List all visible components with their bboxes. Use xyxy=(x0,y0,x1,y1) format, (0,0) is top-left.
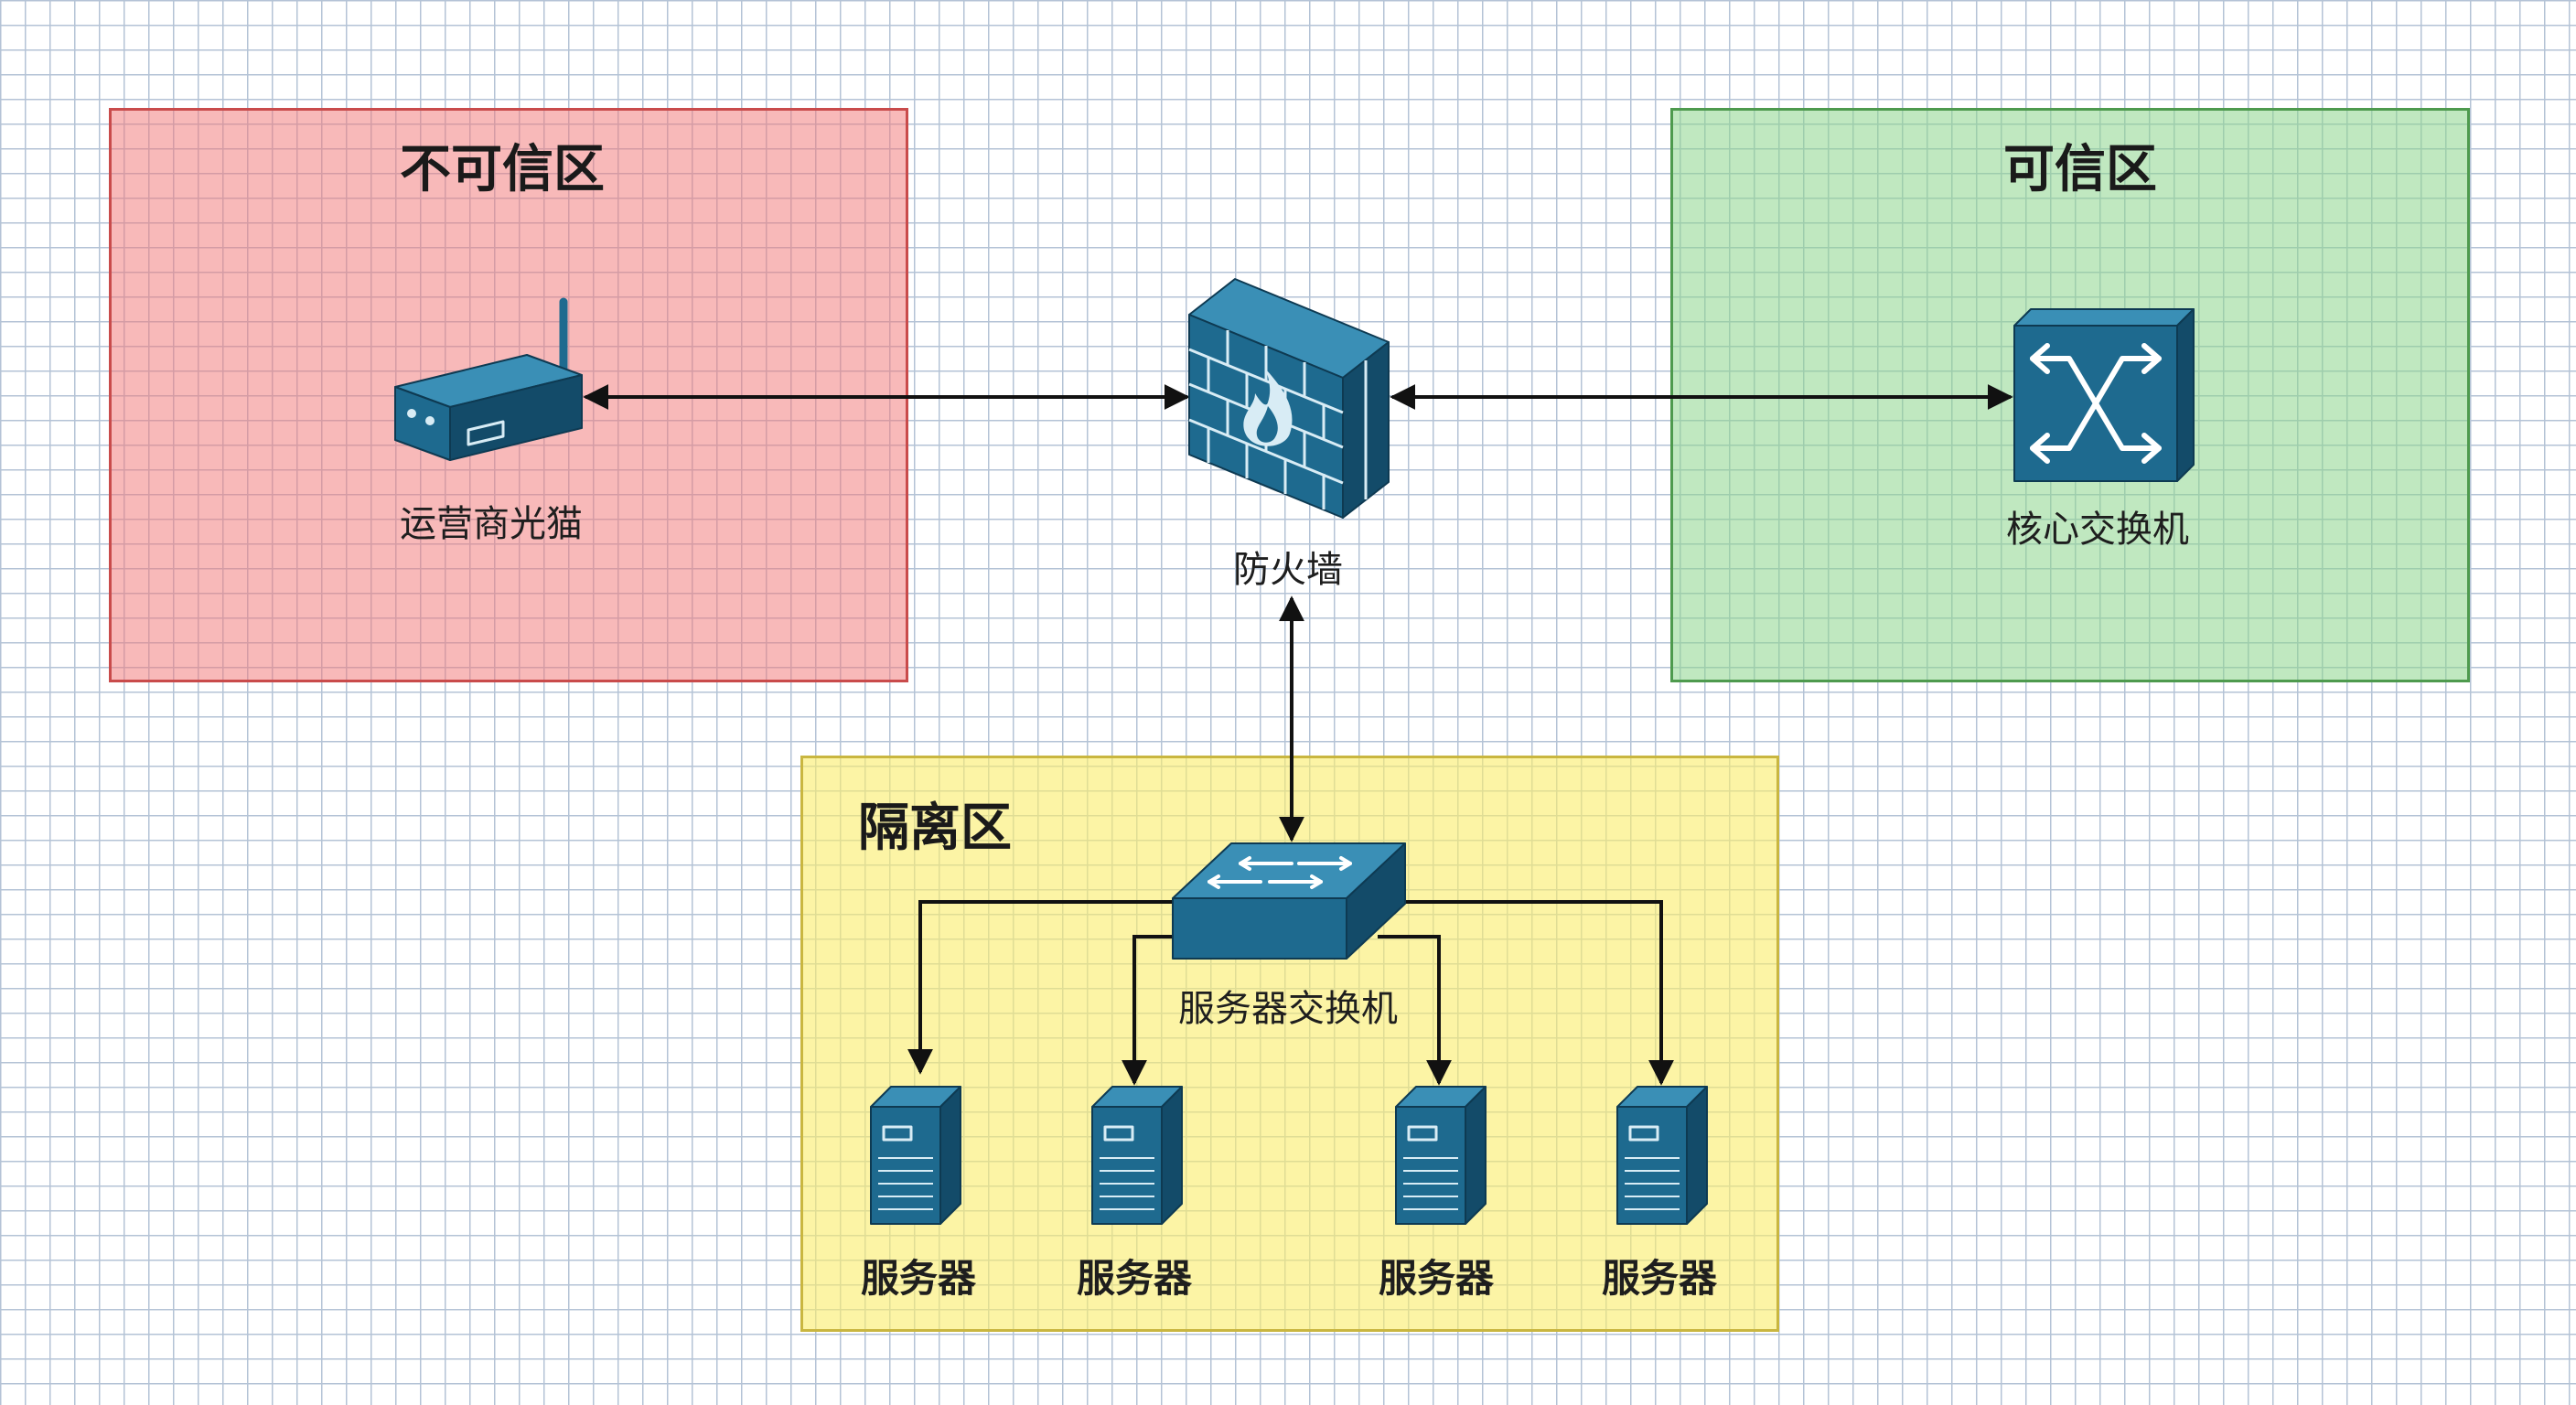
router-icon xyxy=(394,297,583,461)
server-switch-label: 服务器交换机 xyxy=(1178,988,1398,1030)
dmz-zone-title: 隔离区 xyxy=(858,799,1012,858)
switch-server3-link xyxy=(1378,935,1452,1086)
switch-server1-link xyxy=(907,900,1175,1075)
switch-server2-link xyxy=(1122,935,1175,1086)
server-icon-4 xyxy=(1616,1086,1708,1225)
server-icon-1 xyxy=(870,1086,961,1225)
server-label-3: 服务器 xyxy=(1378,1256,1495,1301)
firewall-icon xyxy=(1188,278,1390,519)
core-switch-icon xyxy=(2013,308,2195,482)
server-icon-3 xyxy=(1395,1086,1487,1225)
server-icon-2 xyxy=(1091,1086,1183,1225)
switch-server4-link xyxy=(1405,900,1674,1086)
server-label-1: 服务器 xyxy=(860,1256,977,1301)
server-label-2: 服务器 xyxy=(1076,1256,1193,1301)
trusted-zone-title: 可信区 xyxy=(2003,140,2157,199)
core-switch-label: 核心交换机 xyxy=(2006,509,2189,551)
server-label-4: 服务器 xyxy=(1601,1256,1718,1301)
untrusted-zone-title: 不可信区 xyxy=(400,140,605,199)
firewall-label: 防火墙 xyxy=(1233,549,1343,591)
connectors xyxy=(583,384,2013,1086)
modem-label: 运营商光猫 xyxy=(400,503,583,545)
switch-icon xyxy=(1172,842,1406,960)
